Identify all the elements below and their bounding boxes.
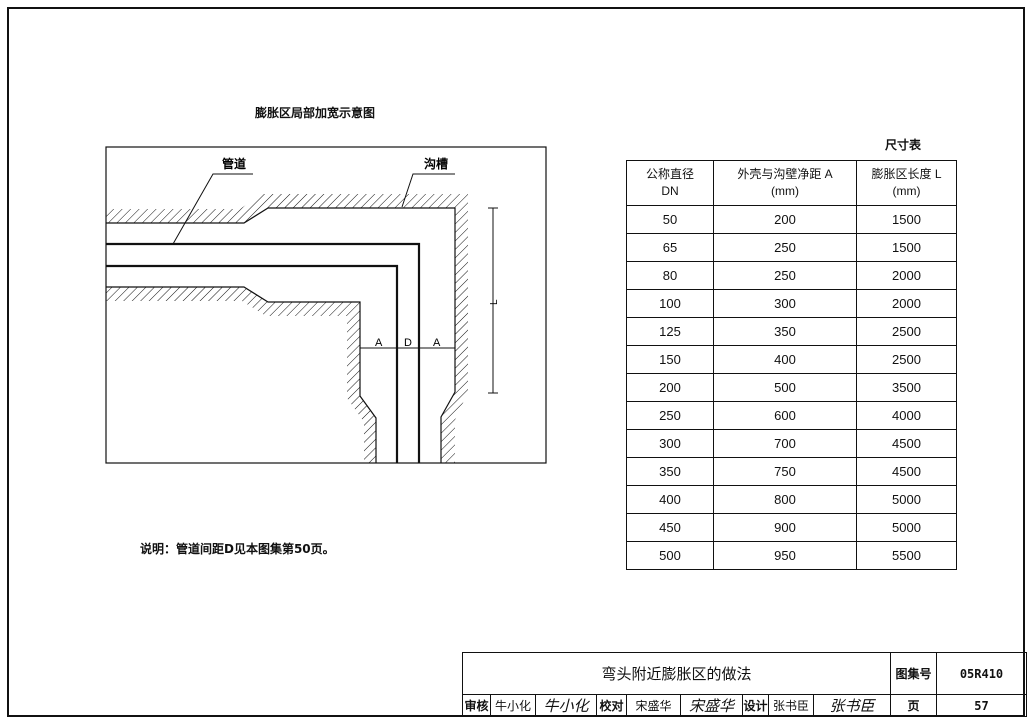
cell-clearance-a: 350 <box>713 317 857 346</box>
cell-length-l: 3500 <box>856 373 957 402</box>
table-caption: 尺寸表 <box>885 138 922 152</box>
cell-clearance-a: 900 <box>713 513 857 542</box>
designer-name: 张书臣 <box>768 694 814 717</box>
designer-signature: 张书臣 <box>813 694 891 717</box>
cell-dn: 500 <box>626 541 714 570</box>
cell-dn: 100 <box>626 289 714 318</box>
cell-clearance-a: 400 <box>713 345 857 374</box>
diagram-frame <box>105 146 547 464</box>
cell-length-l: 4000 <box>856 401 957 430</box>
cell-dn: 400 <box>626 485 714 514</box>
checker-signature: 宋盛华 <box>680 694 743 717</box>
pipe-inner-line <box>106 264 399 463</box>
cell-dn: 200 <box>626 373 714 402</box>
reviewer-signature: 牛小化 <box>535 694 597 717</box>
design-label: 设计 <box>742 694 769 717</box>
cell-clearance-a: 800 <box>713 485 857 514</box>
note-text: 说明：管道间距D见本图集第50页。 <box>140 542 335 556</box>
trench-label: 沟槽 <box>424 156 448 171</box>
checker-name: 宋盛华 <box>626 694 681 717</box>
cell-clearance-a: 750 <box>713 457 857 486</box>
inner-wall-line <box>106 286 377 463</box>
pipe-outer-line <box>106 242 421 463</box>
pipe-leader <box>172 173 253 245</box>
dim-a-right: A <box>433 337 441 349</box>
page-label: 页 <box>890 694 937 717</box>
atlas-no: 05R410 <box>936 652 1027 695</box>
cell-length-l: 4500 <box>856 429 957 458</box>
cell-length-l: 2500 <box>856 317 957 346</box>
check-label: 校对 <box>596 694 627 717</box>
cell-dn: 300 <box>626 429 714 458</box>
dim-d: D <box>404 337 412 349</box>
cell-length-l: 5000 <box>856 513 957 542</box>
diagram-title: 膨胀区局部加宽示意图 <box>255 106 376 120</box>
reviewer-name: 牛小化 <box>490 694 536 717</box>
review-label: 审核 <box>462 694 491 717</box>
drawing-title: 弯头附近膨胀区的做法 <box>462 652 891 695</box>
cell-clearance-a: 700 <box>713 429 857 458</box>
dim-l: L <box>489 299 500 305</box>
cell-clearance-a: 500 <box>713 373 857 402</box>
cell-clearance-a: 250 <box>713 233 857 262</box>
cell-length-l: 2500 <box>856 345 957 374</box>
cell-dn: 450 <box>626 513 714 542</box>
trench-leader <box>401 173 455 208</box>
title-block: 弯头附近膨胀区的做法 图集号 05R410 审核 牛小化 牛小化 校对 宋盛华 … <box>462 652 1027 717</box>
dim-a-left: A <box>375 337 383 349</box>
cell-clearance-a: 250 <box>713 261 857 290</box>
outer-wall-hatch <box>106 194 468 463</box>
atlas-no-label: 图集号 <box>890 652 937 695</box>
cell-dn: 80 <box>626 261 714 290</box>
cell-clearance-a: 950 <box>713 541 857 570</box>
cell-length-l: 2000 <box>856 289 957 318</box>
header-clearance-a: 外壳与沟壁净距 A(mm) <box>713 160 857 206</box>
cell-dn: 125 <box>626 317 714 346</box>
cell-length-l: 5000 <box>856 485 957 514</box>
cell-dn: 150 <box>626 345 714 374</box>
outer-wall-line <box>106 207 456 463</box>
cell-length-l: 4500 <box>856 457 957 486</box>
page-number: 57 <box>936 694 1027 717</box>
inner-wall-hatch <box>106 287 376 463</box>
cell-clearance-a: 600 <box>713 401 857 430</box>
cell-length-l: 1500 <box>856 205 957 234</box>
header-length-l: 膨胀区长度 L(mm) <box>856 160 957 206</box>
cell-length-l: 5500 <box>856 541 957 570</box>
cell-length-l: 2000 <box>856 261 957 290</box>
cell-dn: 65 <box>626 233 714 262</box>
cell-dn: 50 <box>626 205 714 234</box>
cell-dn: 350 <box>626 457 714 486</box>
cell-clearance-a: 200 <box>713 205 857 234</box>
pipe-label: 管道 <box>222 156 246 171</box>
cell-length-l: 1500 <box>856 233 957 262</box>
cell-clearance-a: 300 <box>713 289 857 318</box>
cell-dn: 250 <box>626 401 714 430</box>
